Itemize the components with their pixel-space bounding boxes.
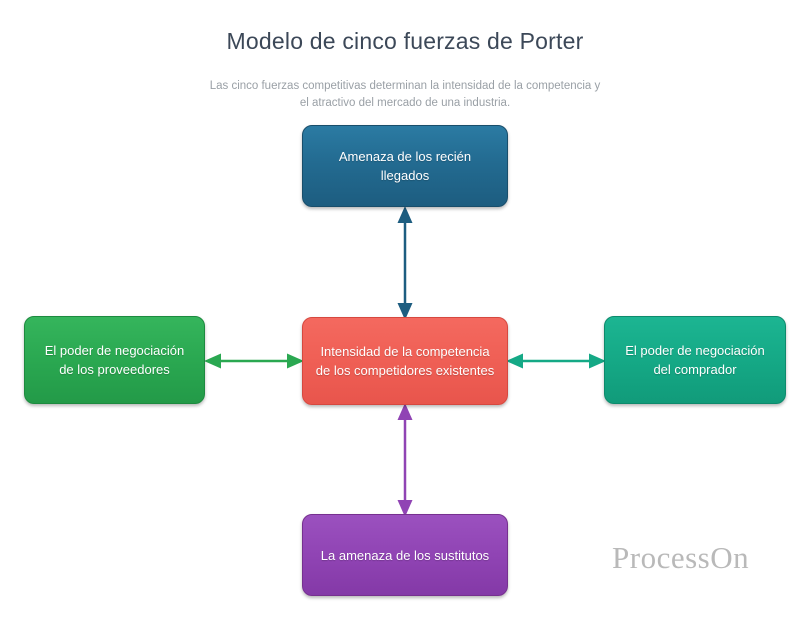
node-bargaining-power-of-suppliers[interactable]: El poder de negociación de los proveedor… — [24, 316, 205, 404]
connector-new-entrants-to-rivalry — [397, 206, 413, 320]
node-threat-of-substitutes[interactable]: La amenaza de los sustitutos — [302, 514, 508, 596]
node-competitive-rivalry[interactable]: Intensidad de la competencia de los comp… — [302, 317, 508, 405]
connector-rivalry-to-buyer — [506, 353, 606, 369]
page-title: Modelo de cinco fuerzas de Porter — [226, 28, 584, 54]
page-subtitle: Las cinco fuerzas competitivas determina… — [209, 80, 601, 109]
node-bargaining-power-of-buyers[interactable]: El poder de negociación del comprador — [604, 316, 786, 404]
connector-rivalry-to-substitutes — [397, 403, 413, 517]
node-label: La amenaza de los sustitutos — [320, 547, 490, 563]
node-threat-of-new-entrants[interactable]: Amenaza de los recién llegados — [302, 125, 508, 207]
processon-watermark: ProcessOn — [612, 540, 750, 575]
node-label: Amenaza de los recién llegados — [338, 149, 472, 183]
node-label: El poder de negociación del comprador — [625, 343, 765, 377]
node-label: El poder de negociación de los proveedor… — [44, 343, 185, 377]
node-label: Intensidad de la competencia de los comp… — [315, 344, 495, 378]
connector-supplier-to-rivalry — [204, 353, 304, 369]
